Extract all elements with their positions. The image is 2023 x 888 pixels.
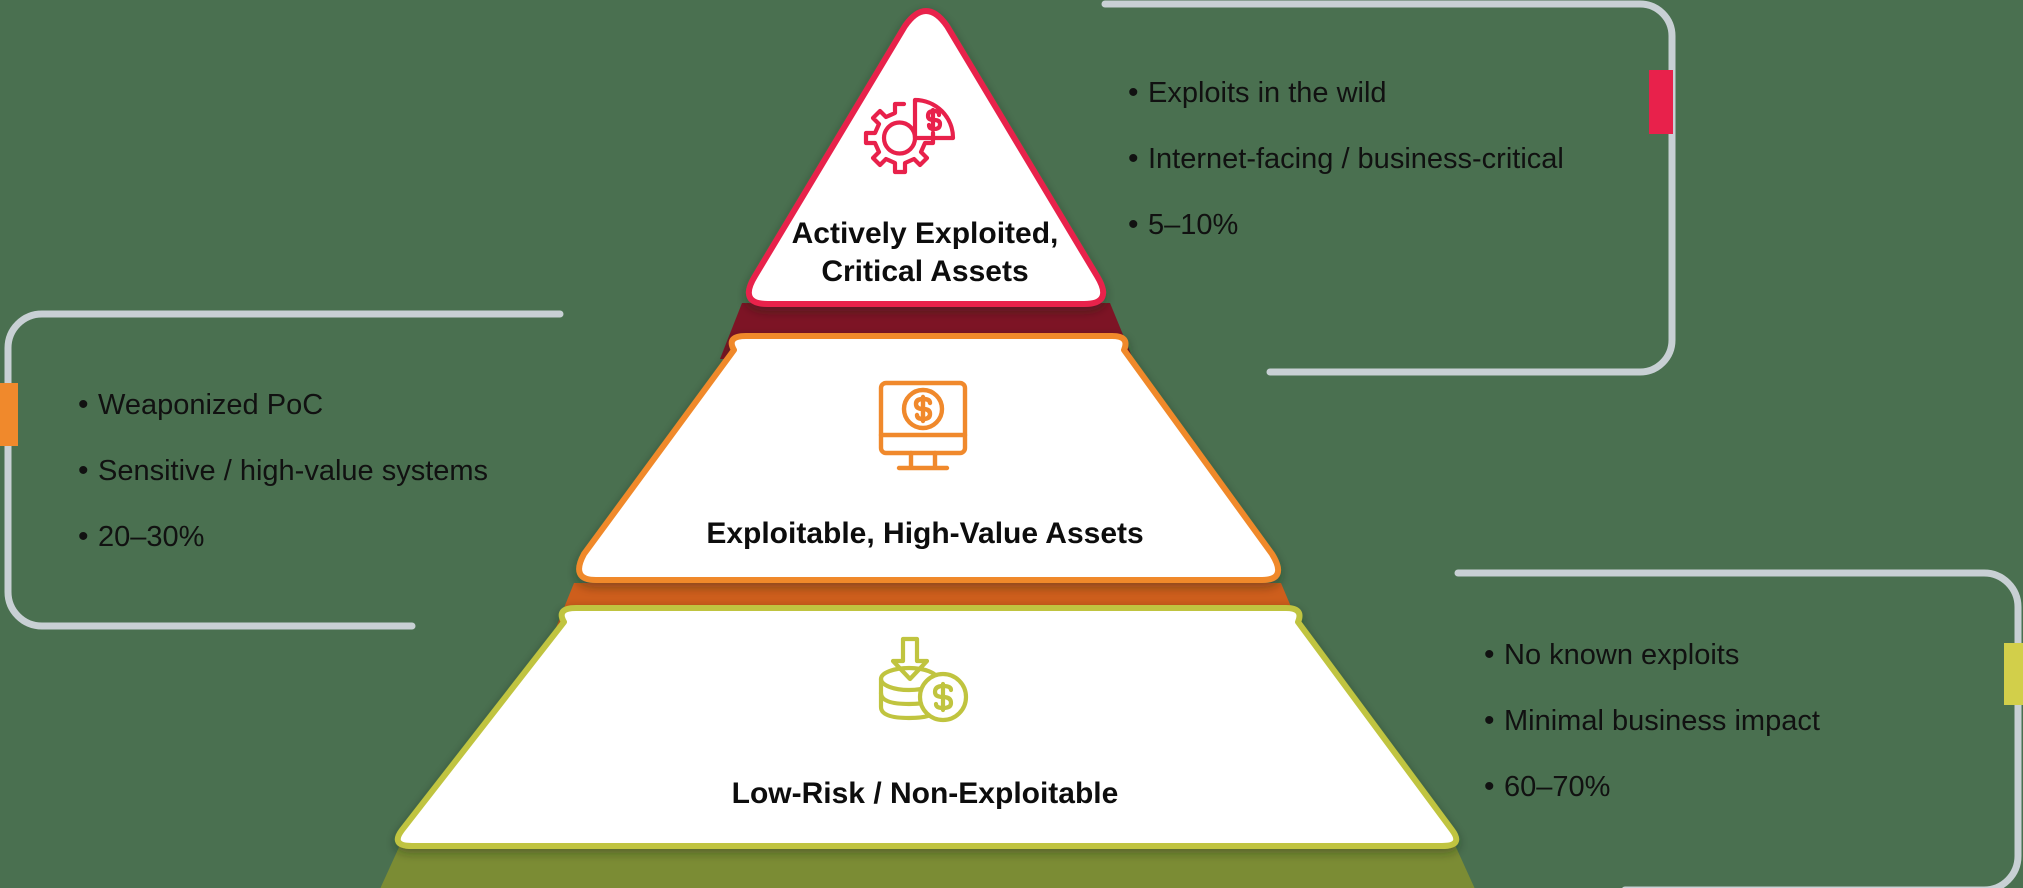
bullet-icon: • [1484, 769, 1495, 803]
bullet-label: 60–70% [1504, 770, 1611, 803]
bullet-icon: • [78, 388, 89, 421]
tier-3-separator-band [380, 845, 1475, 888]
accent-bar-tier-1 [1649, 70, 1673, 134]
bullet-icon: • [1484, 638, 1495, 671]
bullet-icon: • [1484, 703, 1495, 737]
list-item: • Sensitive / high-value systems [78, 453, 489, 488]
list-item: • Minimal business impact [1484, 703, 1820, 738]
accent-bar-tier-3 [2004, 643, 2023, 705]
list-item: • Internet-facing / business-critical [1128, 141, 1564, 176]
tier-2-shape[interactable] [576, 333, 1282, 583]
callout-tier-1: • Exploits in the wild • Internet-facing… [1128, 76, 1564, 242]
list-item: • 20–30% [78, 519, 488, 554]
bullet-label: 20–30% [98, 520, 205, 553]
bullet-label: 5–10% [1148, 208, 1239, 241]
bullet-label: Exploits in the wild [1148, 77, 1387, 109]
tier-3-shape[interactable] [394, 605, 1460, 849]
bullet-icon: • [78, 453, 89, 487]
bullet-label: Minimal business impact [1504, 704, 1820, 737]
list-item: • Exploits in the wild [1128, 76, 1564, 110]
callout-tier-3: • No known exploits • Minimal business i… [1484, 638, 1820, 804]
bullet-icon: • [1128, 207, 1139, 241]
connector-path-tier-3 [1454, 569, 2022, 888]
tier-1-shape[interactable] [745, 8, 1107, 307]
bullet-label: Weaponized PoC [98, 389, 324, 421]
list-item: • Weaponized PoC [78, 388, 488, 422]
list-item: • No known exploits [1484, 638, 1820, 672]
bullet-icon: • [1128, 141, 1139, 175]
bullet-label: Internet-facing / business-critical [1148, 142, 1564, 175]
bullet-label: Sensitive / high-value systems [98, 454, 489, 487]
list-item: • 60–70% [1484, 769, 1820, 804]
bullet-label: No known exploits [1504, 639, 1740, 671]
connector-path-tier-2 [4, 310, 564, 630]
bullet-icon: • [78, 519, 89, 553]
bullet-icon: • [1128, 76, 1139, 109]
list-item: • 5–10% [1128, 207, 1564, 242]
accent-bar-tier-2 [0, 383, 18, 446]
connector-path-tier-1 [1101, 0, 1676, 376]
callout-tier-2: • Weaponized PoC • Sensitive / high-valu… [78, 388, 489, 554]
